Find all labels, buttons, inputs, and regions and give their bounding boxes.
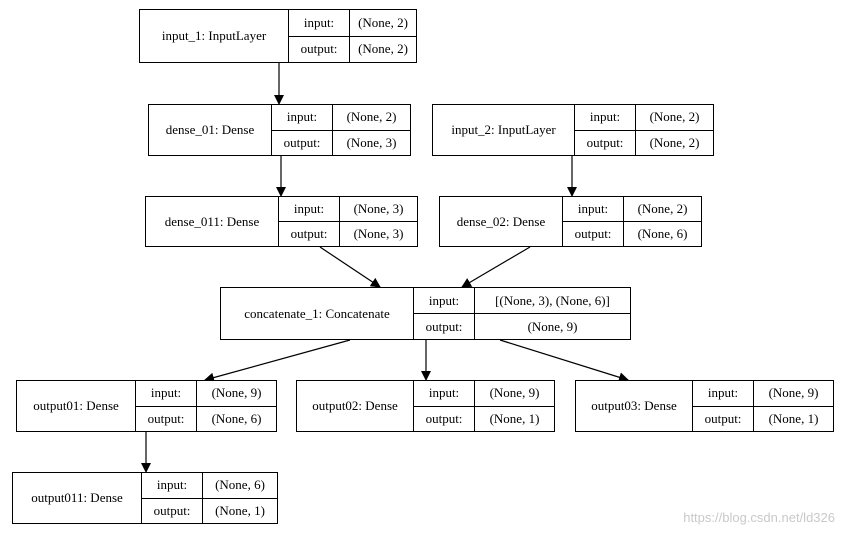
row-value: (None, 6) (215, 477, 265, 493)
row-value: (None, 6) (637, 226, 688, 241)
row-label: output: (693, 406, 754, 431)
row-label: output: (414, 406, 475, 431)
node-input-1[interactable]: input_1: InputLayer input: (None, 2) outp… (139, 9, 417, 63)
row-label: input: (414, 381, 475, 406)
row-label: input: (414, 288, 475, 313)
row-value: (None, 2) (358, 14, 408, 30)
node-name: output01: Dense (17, 381, 136, 431)
row-label: output: (136, 406, 197, 431)
row-value: (None, 3) (353, 201, 404, 216)
row-label: input: (563, 197, 624, 221)
row-value: (None, 1) (215, 502, 265, 518)
row-label: input: (136, 381, 197, 406)
row-label: output: (279, 222, 340, 246)
row-label: output: (142, 498, 203, 523)
watermark: https://blog.csdn.net/ld326 (683, 510, 835, 525)
node-output03[interactable]: output03: Dense input: (None, 9) output: (… (575, 380, 834, 432)
row-label: input: (272, 105, 333, 130)
row-value: (None, 9) (768, 385, 819, 401)
row-value: (None, 3) (353, 226, 404, 241)
node-name: dense_02: Dense (440, 197, 563, 246)
row-label: input: (279, 197, 340, 221)
row-label: input: (289, 10, 350, 36)
row-label: output: (289, 36, 350, 62)
node-name: concatenate_1: Concatenate (221, 288, 414, 339)
row-value: (None, 1) (489, 410, 540, 426)
row-value: (None, 9) (527, 318, 578, 334)
row-value: (None, 2) (637, 201, 688, 216)
row-value: [(None, 3), (None, 6)] (495, 292, 610, 308)
edge-concatenate_1-to-output03 (499, 339, 629, 383)
row-value: (None, 2) (649, 134, 700, 150)
node-name: dense_011: Dense (146, 197, 279, 246)
edge-concatenate_1-to-output01 (204, 339, 351, 383)
row-value: (None, 1) (768, 410, 819, 426)
node-output011[interactable]: output011: Dense input: (None, 6) output:… (12, 472, 278, 524)
node-name: output011: Dense (13, 473, 142, 523)
row-label: output: (563, 222, 624, 246)
node-name: dense_01: Dense (149, 105, 272, 155)
row-label: input: (142, 473, 203, 498)
edge-dense_011-to-concatenate_1 (319, 246, 381, 288)
node-dense-02[interactable]: dense_02: Dense input: (None, 2) output: (… (439, 196, 702, 247)
row-value: (None, 6) (211, 410, 262, 426)
edge-dense_02-to-concatenate_1 (461, 246, 531, 288)
node-output02[interactable]: output02: Dense input: (None, 9) output: (… (296, 380, 555, 432)
row-value: (None, 2) (346, 109, 397, 125)
row-value: (None, 2) (649, 109, 700, 125)
row-value: (None, 9) (211, 385, 262, 401)
node-input-2[interactable]: input_2: InputLayer input: (None, 2) outp… (432, 104, 714, 156)
node-name: output03: Dense (576, 381, 693, 431)
node-name: input_1: InputLayer (140, 10, 289, 62)
node-name: output02: Dense (297, 381, 414, 431)
row-value: (None, 2) (358, 41, 408, 57)
node-dense-01[interactable]: dense_01: Dense input: (None, 2) output: (… (148, 104, 411, 156)
row-label: output: (414, 314, 475, 339)
node-dense-011[interactable]: dense_011: Dense input: (None, 3) output:… (145, 196, 418, 247)
row-label: output: (575, 130, 636, 155)
row-value: (None, 3) (346, 134, 397, 150)
row-label: input: (693, 381, 754, 406)
node-concatenate-1[interactable]: concatenate_1: Concatenate input: [(None,… (220, 287, 631, 340)
row-value: (None, 9) (489, 385, 540, 401)
node-output01[interactable]: output01: Dense input: (None, 9) output: (… (16, 380, 277, 432)
row-label: input: (575, 105, 636, 130)
node-name: input_2: InputLayer (433, 105, 575, 155)
row-label: output: (272, 130, 333, 155)
